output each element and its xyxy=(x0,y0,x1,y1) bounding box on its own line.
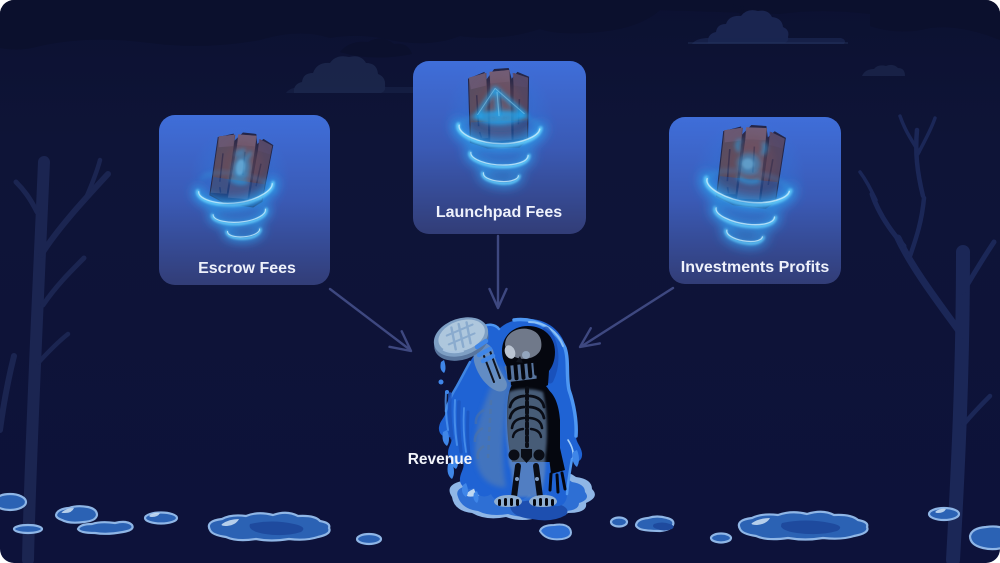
svg-text:Launchpad Fees: Launchpad Fees xyxy=(436,204,562,221)
svg-text:Investments Profits: Investments Profits xyxy=(681,259,830,276)
svg-text:Revenue: Revenue xyxy=(408,451,473,468)
svg-text:Escrow Fees: Escrow Fees xyxy=(198,260,296,277)
